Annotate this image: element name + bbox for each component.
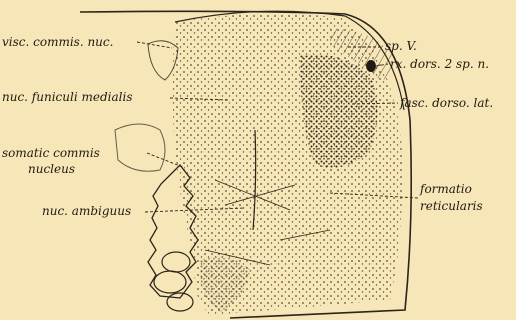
label-sp-v: sp. V. (385, 39, 417, 53)
label-formatio: formatio (419, 182, 472, 196)
ovoid-structure-3 (167, 293, 193, 311)
ovoid-structure-2 (154, 271, 186, 293)
label-nuc-funiculi-medialis: nuc. funiculi medialis (2, 90, 132, 104)
rx-dors-root (366, 60, 376, 72)
label-reticularis: reticularis (420, 199, 483, 213)
label-fasc-dorso-lat: fasc. dorso. lat. (399, 96, 493, 110)
label-nuc-ambiguus: nuc. ambiguus (42, 204, 131, 218)
ovoid-structure-1 (162, 252, 190, 272)
label-somatic-commis: somatic commis (2, 146, 100, 160)
label-rx-dors: rx. dors. 2 sp. n. (390, 57, 489, 71)
somatic-commis-nucleus-shape (115, 124, 165, 171)
leader-visc-commis (137, 42, 172, 48)
label-somatic-commis-nucleus: nucleus (28, 162, 75, 176)
label-visc-commis-nuc: visc. commis. nuc. (2, 35, 113, 49)
